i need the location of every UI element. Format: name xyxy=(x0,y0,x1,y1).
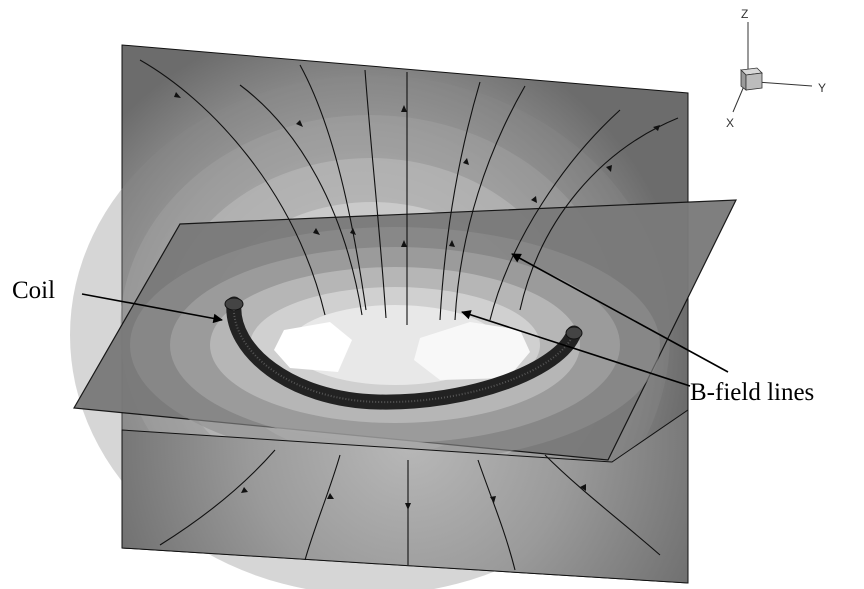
b-field-label: B-field lines xyxy=(690,379,814,406)
z-axis-label: Z xyxy=(741,7,748,21)
coil-label: Coil xyxy=(12,277,55,304)
y-axis-label: Y xyxy=(818,81,826,95)
x-axis-label: X xyxy=(726,116,734,130)
triad-cube xyxy=(741,68,762,90)
axes-triad: Z Y X xyxy=(726,7,826,130)
